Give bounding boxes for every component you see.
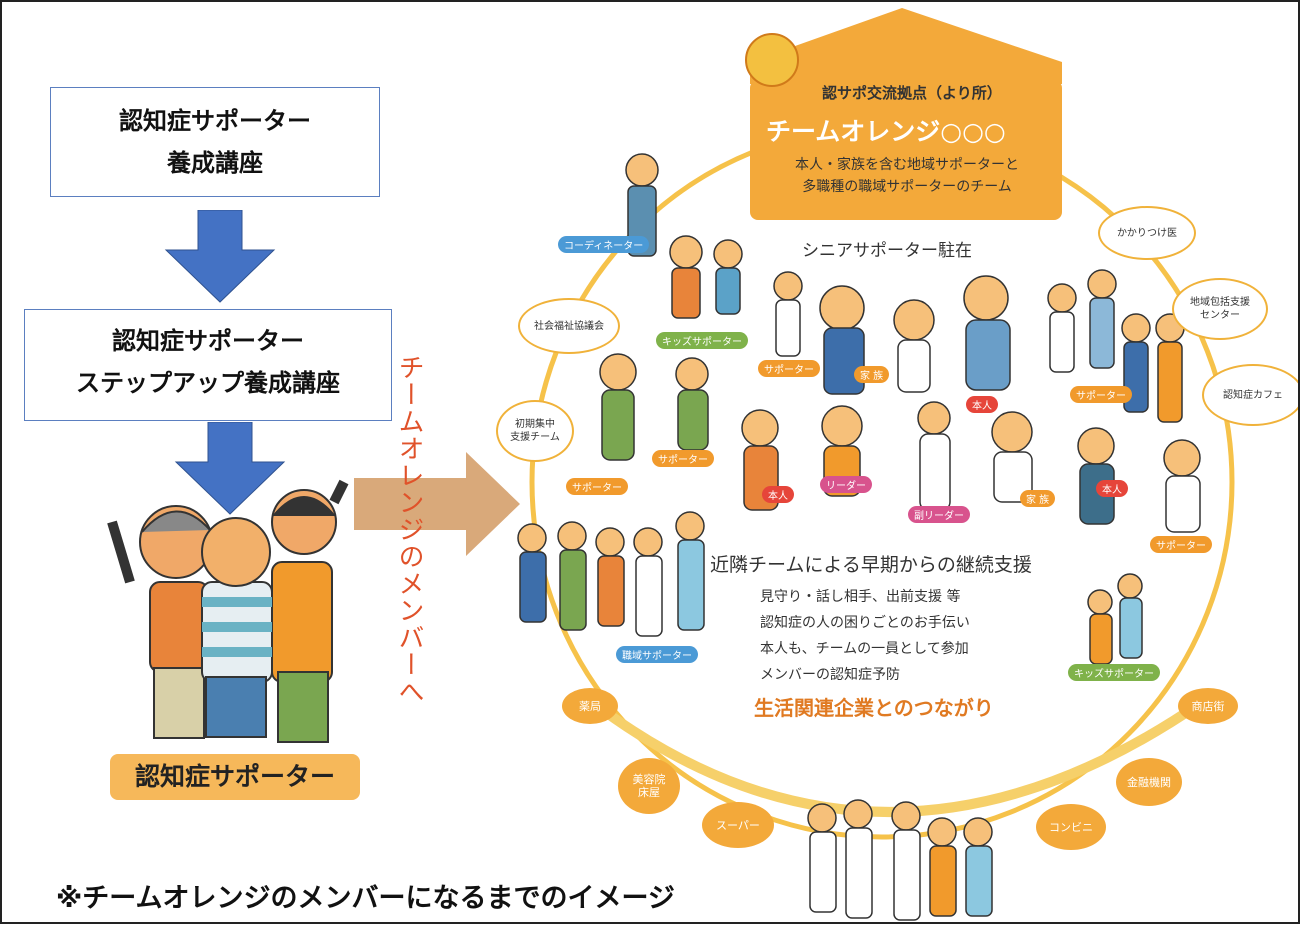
tag-kids-supporter: キッズサポーター [1068,664,1160,681]
center-line1: 地域包括支援 [1190,297,1250,308]
tag-leader: リーダー [820,476,872,493]
step2-line2: ステップアップ養成講座 [76,369,340,397]
step-box-stepup: 認知症サポーター ステップアップ養成講座 [24,309,392,421]
tag-supporter: サポーター [1150,536,1212,553]
tag-honnin: 本人 [762,486,794,503]
company-pharmacy: 薬局 [562,688,618,724]
team-orange-logo-icon [745,33,799,87]
company-bank: 金融機関 [1116,758,1182,806]
team-description: 本人・家族を含む地域サポーターと 多職種の職域サポーターのチーム [762,154,1052,198]
bubble-dementia-cafe: 認知症カフェ [1202,364,1298,426]
down-arrow-icon [174,422,286,515]
team-circle-diagram [517,8,1235,921]
team-desc-line1: 本人・家族を含む地域サポーターと [795,157,1019,173]
tag-family: 家 族 [1020,490,1056,507]
support-item-1: 見守り・話し相手、出前支援 等 [760,589,961,605]
tag-supporter: サポーター [566,478,628,495]
bubble-comprehensive-center: 地域包括支援 センター [1172,278,1268,340]
down-arrow-icon [164,210,276,303]
support-item-4: メンバーの認知症予防 [760,667,900,683]
bubble-early-team: 初期集中 支援チーム [496,400,574,462]
tag-coordinator: コーディネーター [558,236,650,253]
company-link-text: 生活関連企業とのつながり [754,696,994,720]
team-name: チームオレンジ○○○ [766,117,1006,146]
company-supermarket: スーパー [702,802,774,848]
supporters-illustration [107,479,349,743]
support-title: 近隣チームによる早期からの継続支援 [710,554,1032,576]
bubble-family-doctor: かかりつけ医 [1098,206,1196,260]
center-line2: センター [1200,310,1240,321]
tag-workplace-supporter: 職域サポーター [616,646,698,663]
step2-line1: 認知症サポーター [112,327,304,355]
early-team-line2: 支援チーム [510,432,560,443]
tag-supporter: サポーター [758,360,820,377]
support-item-2: 認知症の人の困りごとのお手伝い [760,615,970,631]
early-team-line1: 初期集中 [515,419,555,430]
company-shopping-street: 商店街 [1178,688,1238,724]
support-item-3: 本人も、チームの一員として参加 [760,641,969,657]
step1-line2: 養成講座 [167,149,263,177]
tag-honnin: 本人 [966,396,998,413]
arrow-caption: チームオレンジのメンバーへ [394,354,424,705]
tag-honnin: 本人 [1096,480,1128,497]
tag-supporter: サポーター [652,450,714,467]
tag-subleader: 副リーダー [908,506,970,523]
tag-kids-supporter: キッズサポーター [656,332,748,349]
company-convenience: コンビニ [1036,804,1106,850]
beauty-line2: 床屋 [638,786,660,799]
team-desc-line2: 多職種の職域サポーターのチーム [802,179,1012,195]
beauty-line1: 美容院 [632,773,666,786]
company-beauty: 美容院 床屋 [618,758,680,814]
supporter-label: 認知症サポーター [110,754,360,800]
step1-line1: 認知症サポーター [119,107,311,135]
hub-title: 認サポ交流拠点（より所） [822,84,1002,102]
bubble-social-welfare: 社会福祉協議会 [518,298,620,354]
right-arrow-icon [354,452,520,556]
tag-supporter: サポーター [1070,386,1132,403]
senior-supporter-text: シニアサポーター駐在 [802,241,972,261]
footnote: ※チームオレンジのメンバーになるまでのイメージ [56,883,675,914]
step-box-training: 認知症サポーター 養成講座 [50,87,380,197]
tag-family: 家 族 [854,366,890,383]
